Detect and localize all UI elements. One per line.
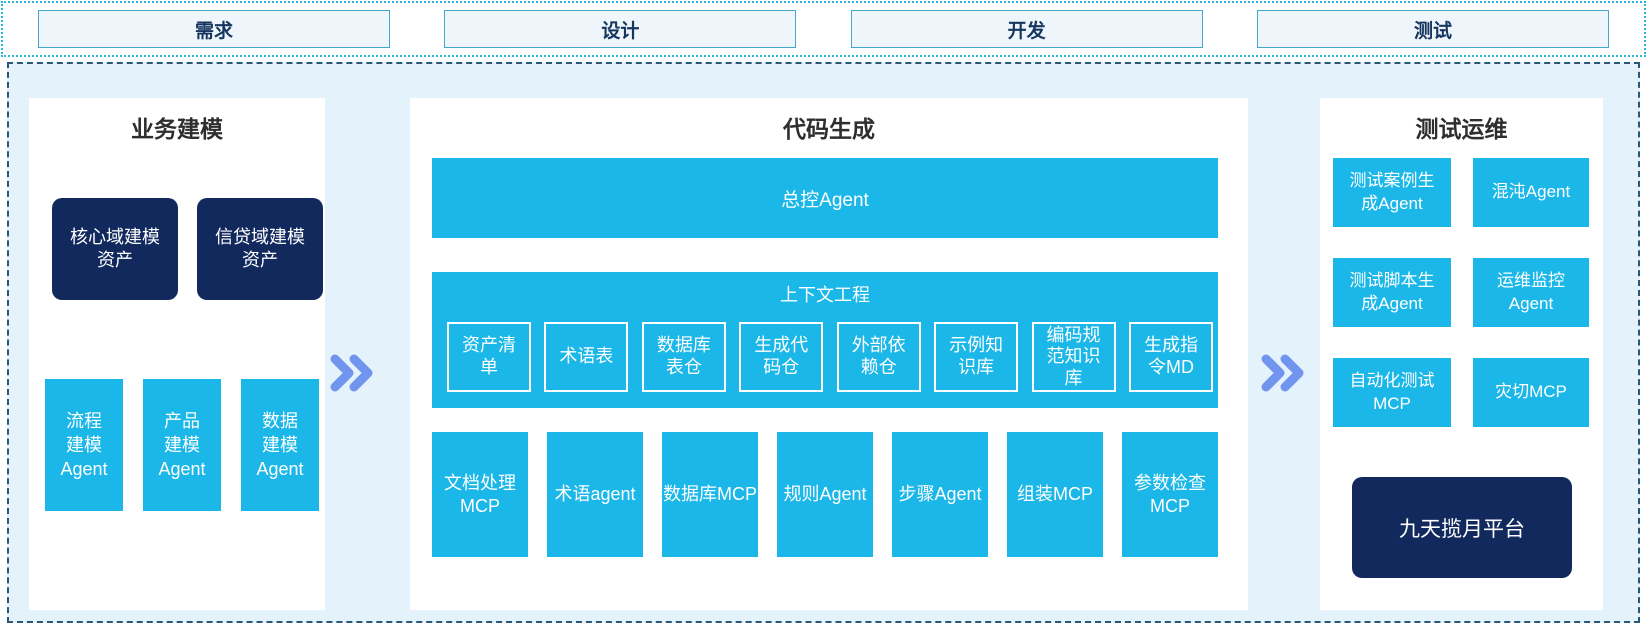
panel-title-code-generation: 代码生成 xyxy=(783,116,875,142)
test-ops-grid: 测试案例生成Agent 混沌Agent 测试脚本生成Agent 运维监控Agen… xyxy=(1333,158,1589,427)
panel-title-business-modeling: 业务建模 xyxy=(131,116,223,142)
box-assembly-mcp: 组装MCP xyxy=(1007,432,1103,557)
context-item-example-kb: 示例知识库 xyxy=(934,322,1019,392)
box-ops-monitor-agent: 运维监控Agent xyxy=(1473,258,1589,327)
box-doc-processing-mcp: 文档处理MCP xyxy=(432,432,528,557)
phase-box-development: 开发 xyxy=(850,10,1203,48)
box-process-modeling-agent: 流程 建模 Agent xyxy=(45,379,123,511)
box-step-agent: 步骤Agent xyxy=(892,432,988,557)
context-item-asset-list: 资产清单 xyxy=(447,322,531,392)
box-master-agent: 总控Agent xyxy=(432,158,1218,238)
phase-label-testing: 测试 xyxy=(1413,20,1452,42)
context-item-db-table-repo: 数据库表仓 xyxy=(641,322,726,392)
double-chevron-right-icon xyxy=(1261,354,1304,392)
box-disaster-switch-mcp: 灾切MCP xyxy=(1473,358,1589,427)
main-flow-container: 业务建模 核心域建模资产 信贷域建模资产 流程 建模 Agent 产品 建模 A… xyxy=(7,62,1640,623)
box-core-domain-assets: 核心域建模资产 xyxy=(52,198,178,300)
context-item-gen-instruction-md: 生成指令MD xyxy=(1128,322,1213,392)
box-param-check-mcp: 参数检查MCP xyxy=(1122,432,1218,557)
box-product-modeling-agent: 产品 建模 Agent xyxy=(143,379,221,511)
phase-label-design: 设计 xyxy=(601,20,640,42)
box-auto-test-mcp: 自动化测试MCP xyxy=(1333,358,1451,427)
panel-business-modeling: 业务建模 核心域建模资产 信贷域建模资产 流程 建模 Agent 产品 建模 A… xyxy=(29,98,325,610)
double-chevron-right-icon xyxy=(330,354,373,392)
phase-box-requirements: 需求 xyxy=(38,10,390,48)
asset-box-row: 核心域建模资产 信贷域建模资产 xyxy=(52,198,323,300)
box-rule-agent: 规则Agent xyxy=(777,432,873,557)
box-terminology-agent: 术语agent xyxy=(547,432,643,557)
context-item-glossary: 术语表 xyxy=(544,322,629,392)
box-test-script-gen-agent: 测试脚本生成Agent xyxy=(1333,258,1451,327)
box-context-engineering: 上下文工程 资产清单 术语表 数据库表仓 生成代码仓 外部依赖仓 示例知识库 编… xyxy=(432,272,1218,408)
context-item-row: 资产清单 术语表 数据库表仓 生成代码仓 外部依赖仓 示例知识库 编码规范知识库… xyxy=(447,322,1213,392)
context-engineering-title: 上下文工程 xyxy=(780,285,870,305)
phase-box-design: 设计 xyxy=(444,10,797,48)
box-jiutian-lanyue-platform: 九天揽月平台 xyxy=(1352,477,1572,578)
box-data-modeling-agent: 数据 建模 Agent xyxy=(241,379,319,511)
phase-strip: 需求 设计 开发 测试 xyxy=(1,1,1646,57)
panel-code-generation: 代码生成 总控Agent 上下文工程 资产清单 术语表 数据库表仓 生成代码仓 … xyxy=(410,98,1248,610)
phase-box-testing: 测试 xyxy=(1256,10,1609,48)
flow-arrow-right xyxy=(1259,349,1307,397)
box-credit-domain-assets: 信贷域建模资产 xyxy=(197,198,323,300)
panel-test-ops: 测试运维 测试案例生成Agent 混沌Agent 测试脚本生成Agent 运维监… xyxy=(1320,98,1603,610)
box-test-case-gen-agent: 测试案例生成Agent xyxy=(1333,158,1451,227)
tool-box-row: 文档处理MCP 术语agent 数据库MCP 规则Agent 步骤Agent 组… xyxy=(432,432,1218,557)
context-item-coding-standard-kb: 编码规范知识库 xyxy=(1031,322,1116,392)
modeling-agent-row: 流程 建模 Agent 产品 建模 Agent 数据 建模 Agent xyxy=(45,379,319,511)
box-database-mcp: 数据库MCP xyxy=(662,432,758,557)
phase-label-requirements: 需求 xyxy=(194,20,233,42)
context-item-external-dep-repo: 外部依赖仓 xyxy=(836,322,921,392)
context-item-generated-code-repo: 生成代码仓 xyxy=(739,322,824,392)
flow-arrow-left xyxy=(328,349,376,397)
panel-title-test-ops: 测试运维 xyxy=(1415,116,1508,142)
box-chaos-agent: 混沌Agent xyxy=(1473,158,1589,227)
phase-label-development: 开发 xyxy=(1007,20,1046,42)
